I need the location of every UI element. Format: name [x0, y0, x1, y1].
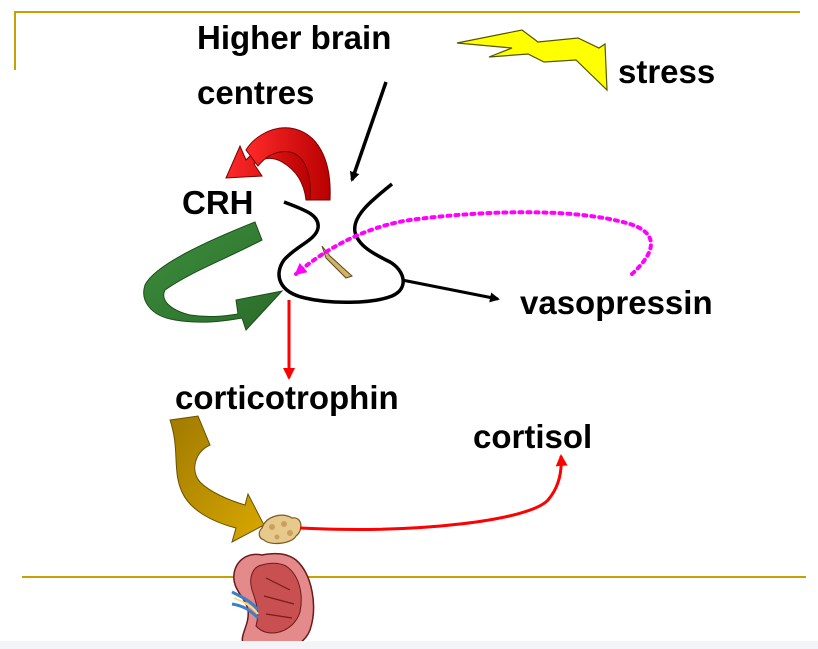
stress-label: stress	[618, 53, 716, 90]
pituitary-outline	[277, 182, 405, 304]
kidney-icon	[231, 552, 315, 649]
higher-brain-label-line1: Higher brain	[197, 19, 392, 56]
higher-brain-label-line2: centres	[197, 74, 315, 111]
feedback-curved-arrow	[143, 221, 284, 331]
adrenal-gland-icon	[258, 514, 302, 545]
bottom-strip	[0, 641, 818, 649]
vasopressin-arrow	[401, 278, 500, 303]
cortisol-arrow	[299, 454, 568, 531]
cortisol-label: cortisol	[473, 418, 593, 455]
higher-brain-to-hypothalamus-arrow	[349, 81, 388, 182]
crh-label: CRH	[182, 184, 254, 221]
pituitary-stalk	[321, 245, 353, 279]
corticotrophin-to-adrenal-arrow	[169, 415, 265, 543]
crh-curved-arrow-body	[245, 127, 331, 201]
vasopressin-dotted-path	[294, 210, 653, 276]
vasopressin-label: vasopressin	[520, 284, 713, 321]
top-rule	[14, 11, 800, 70]
stress-lightning-icon	[456, 29, 608, 92]
corticotrophin-label: corticotrophin	[175, 379, 399, 416]
